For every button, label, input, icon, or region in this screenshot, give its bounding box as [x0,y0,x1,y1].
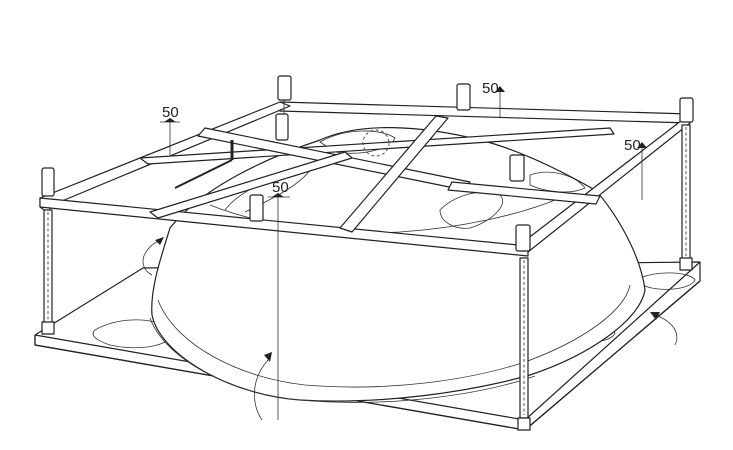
dimension-indicators [142,86,678,421]
leg-front-right [515,224,531,431]
leg-front-left [41,167,55,335]
detail-callout-circle [362,129,390,157]
dimension-label-right: 50 [624,137,641,154]
leg-back-center-top [456,83,471,111]
leg-center-top [275,113,289,141]
leg-inner-right [509,154,525,182]
leg-inner-front [249,194,264,222]
dimension-label-back: 50 [482,80,499,97]
leg-back-left-top [277,75,292,115]
leg-back-right [679,97,694,271]
frame-cross-members [139,115,615,233]
frame-corner-bracket [174,140,234,189]
frame-legs [41,75,694,431]
frame-back-rail [279,101,691,124]
dimension-label-left: 50 [162,104,179,121]
dimension-label-front: 50 [272,179,289,196]
